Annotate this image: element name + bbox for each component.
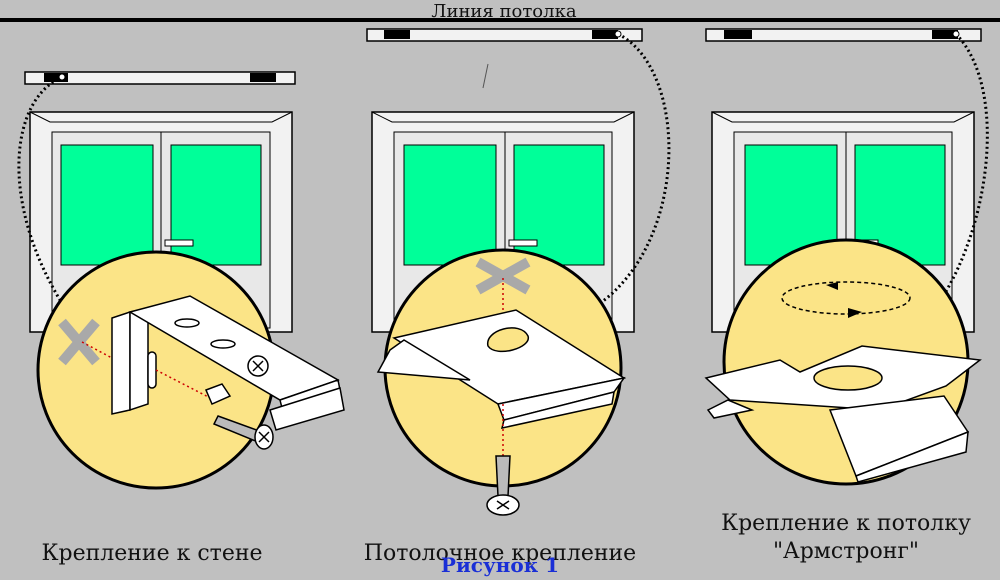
bracket-right-2 xyxy=(592,30,618,39)
callout-line-3 xyxy=(926,32,989,319)
drill-mark-2 xyxy=(475,257,531,295)
caption-armstrong-line1: Крепление к потолку xyxy=(721,511,971,536)
drill-mark-1 xyxy=(58,318,100,366)
screw-2 xyxy=(486,455,520,516)
armstrong-bracket xyxy=(704,345,982,483)
bracket-right-1 xyxy=(250,73,276,82)
glass-1b xyxy=(170,144,262,266)
callout-line-1 xyxy=(17,75,63,301)
caption-wall-mount: Крепление к стене xyxy=(41,541,262,566)
bracket-right-3 xyxy=(932,30,958,39)
callout-line-2 xyxy=(589,32,671,312)
wall-bracket xyxy=(111,295,345,431)
figure-label: Рисунок 1 xyxy=(441,553,559,577)
rotate-arrow xyxy=(781,281,911,315)
caption-ceiling-mount: Потолочное крепление xyxy=(364,541,636,566)
bracket-left-1 xyxy=(44,73,68,82)
glass-1a xyxy=(60,144,154,266)
ceiling-label: Линия потолка xyxy=(431,1,576,22)
rail-1 xyxy=(24,71,296,85)
bracket-left-2 xyxy=(384,30,410,39)
rail-2 xyxy=(366,28,643,42)
bracket-left-3 xyxy=(724,30,752,39)
caption-armstrong-line2: "Армстронг" xyxy=(773,539,919,564)
glass-2b xyxy=(513,144,605,266)
rail-3 xyxy=(705,28,982,42)
panel-wall-mount xyxy=(17,71,345,490)
screw-1 xyxy=(205,383,274,450)
panel-ceiling-mount xyxy=(366,28,671,516)
glass-2a xyxy=(403,144,497,266)
ceiling-bracket xyxy=(376,309,626,429)
panel-armstrong-mount xyxy=(704,28,989,486)
